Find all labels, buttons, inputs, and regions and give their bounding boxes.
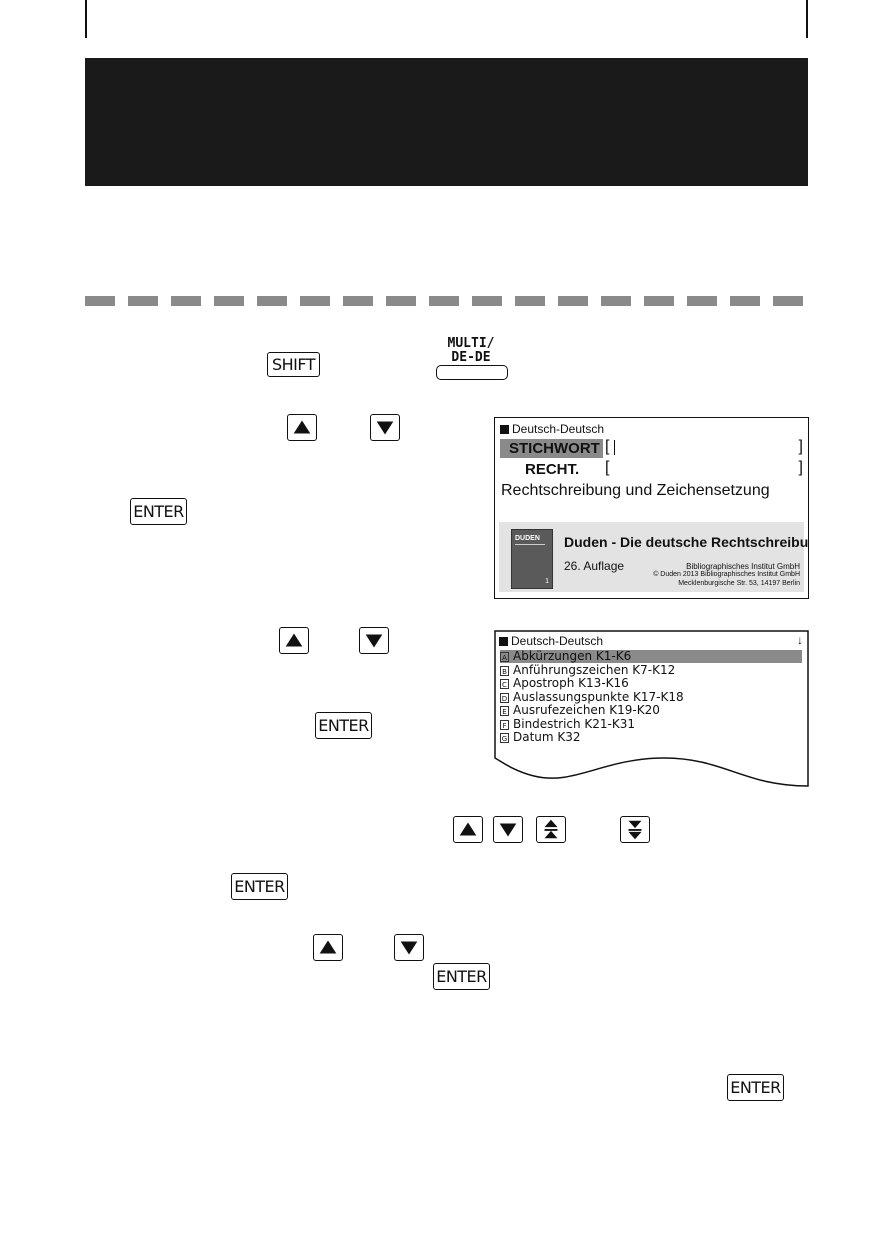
enter-key-5: ENTER xyxy=(727,1074,784,1101)
address: Mecklenburgische Str. 53, 14197 Berlin xyxy=(678,580,800,587)
down-arrow-key-3 xyxy=(493,816,523,843)
stichwort-label: STICHWORT xyxy=(509,440,600,457)
book-cover-label: DUDEN xyxy=(515,535,540,542)
enter-key-label: ENTER xyxy=(730,1078,781,1097)
product-title: Duden - Die deutsche Rechtschreibung xyxy=(564,534,809,550)
list-item-letter: C xyxy=(500,679,509,689)
screen-list-border xyxy=(494,630,809,787)
enter-key-label: ENTER xyxy=(133,502,184,521)
down-arrow-icon xyxy=(365,634,383,648)
up-arrow-key xyxy=(287,414,317,441)
list-item-text: Datum K32 xyxy=(513,730,581,744)
stichwort-highlight xyxy=(500,439,603,458)
enter-key-label: ENTER xyxy=(234,877,285,896)
down-arrow-key xyxy=(370,414,400,441)
list-item: A Abkürzungen K1-K6 xyxy=(500,650,802,663)
list-item-text: Auslassungspunkte K17-K18 xyxy=(513,689,684,704)
device-screen-search: Deutsch-Deutsch STICHWORT [ ] RECHT. [ ]… xyxy=(494,417,809,599)
enter-key-label: ENTER xyxy=(436,967,487,986)
scroll-down-indicator: ↓ xyxy=(797,633,803,647)
list-item-text: Anführungszeichen K7-K12 xyxy=(513,662,676,677)
square-icon xyxy=(500,425,509,434)
up-arrow-icon xyxy=(319,940,337,954)
list-item-text: Apostroph K13-K16 xyxy=(513,676,629,690)
list-item-letter: F xyxy=(500,719,509,730)
copyright: © Duden 2013 Bibliographisches Institut … xyxy=(653,571,800,578)
down-arrow-key-2 xyxy=(359,627,389,654)
enter-key-4: ENTER xyxy=(433,963,490,990)
list-item-letter: E xyxy=(500,706,509,716)
enter-key: ENTER xyxy=(130,498,187,525)
crop-mark-right xyxy=(806,0,808,38)
list-item: G Datum K32 xyxy=(500,731,581,744)
up-arrow-icon xyxy=(293,420,311,434)
page-down-icon xyxy=(628,820,642,840)
square-icon xyxy=(499,637,508,646)
edition: 26. Auflage xyxy=(564,559,625,573)
multi-label-line1: MULTI/ xyxy=(447,336,495,351)
enter-key-2: ENTER xyxy=(315,712,372,739)
list-item-text: Abkürzungen K1-K6 xyxy=(513,649,632,663)
header-banner xyxy=(85,58,808,186)
screen-title-text: Deutsch-Deutsch xyxy=(512,422,605,436)
shift-key-label: SHIFT xyxy=(271,355,316,374)
down-arrow-icon xyxy=(376,421,394,435)
enter-key-3: ENTER xyxy=(231,873,288,900)
list-item: C Apostroph K13-K16 xyxy=(500,677,629,690)
multi-de-de-key xyxy=(436,365,508,380)
screen-title: Deutsch-Deutsch xyxy=(500,422,604,436)
book-cover-number: 1 xyxy=(545,578,549,585)
list-item: D Auslassungspunkte K17-K18 xyxy=(500,689,684,704)
up-arrow-key-2 xyxy=(279,627,309,654)
recht-field: [ ] xyxy=(605,459,803,476)
recht-label: RECHT. xyxy=(525,461,580,478)
dashed-divider xyxy=(85,296,808,306)
multi-label-line2: DE-DE xyxy=(451,350,491,365)
page-up-key xyxy=(536,816,566,843)
screen-title-2: Deutsch-Deutsch xyxy=(499,634,603,648)
up-arrow-key-3 xyxy=(453,816,483,843)
down-arrow-icon xyxy=(400,941,418,955)
book-title: Rechtschreibung und Zeichensetzung xyxy=(501,482,770,499)
list-item-letter: A xyxy=(500,652,509,662)
crop-mark-left xyxy=(85,0,87,38)
list-item: F Bindestrich K21-K31 xyxy=(500,716,636,731)
multi-key-label: MULTI/ DE-DE xyxy=(436,337,506,365)
list-item-text: Ausrufezeichen K19-K20 xyxy=(513,703,660,717)
duden-info-box: DUDEN 1 Duden - Die deutsche Rechtschrei… xyxy=(499,522,808,592)
down-arrow-icon xyxy=(499,823,517,837)
stichwort-field: [ ] xyxy=(605,438,803,455)
list-item-letter: D xyxy=(500,692,509,703)
list-item-letter: B xyxy=(500,665,509,676)
list-item: E Ausrufezeichen K19-K20 xyxy=(500,704,660,717)
up-arrow-icon xyxy=(285,633,303,647)
list-item: B Anführungszeichen K7-K12 xyxy=(500,662,676,677)
screen-title-text: Deutsch-Deutsch xyxy=(511,634,604,648)
page-up-icon xyxy=(544,819,558,839)
book-cover-image: DUDEN 1 xyxy=(511,529,553,589)
up-arrow-key-4 xyxy=(313,934,343,961)
page-down-key xyxy=(620,816,650,843)
up-arrow-icon xyxy=(459,822,477,836)
down-arrow-key-4 xyxy=(394,934,424,961)
enter-key-label: ENTER xyxy=(318,716,369,735)
shift-key: SHIFT xyxy=(267,352,320,377)
list-item-letter: G xyxy=(500,733,509,743)
list-item-text: Bindestrich K21-K31 xyxy=(513,716,636,731)
publisher: Bibliographisches Institut GmbH xyxy=(686,562,800,571)
